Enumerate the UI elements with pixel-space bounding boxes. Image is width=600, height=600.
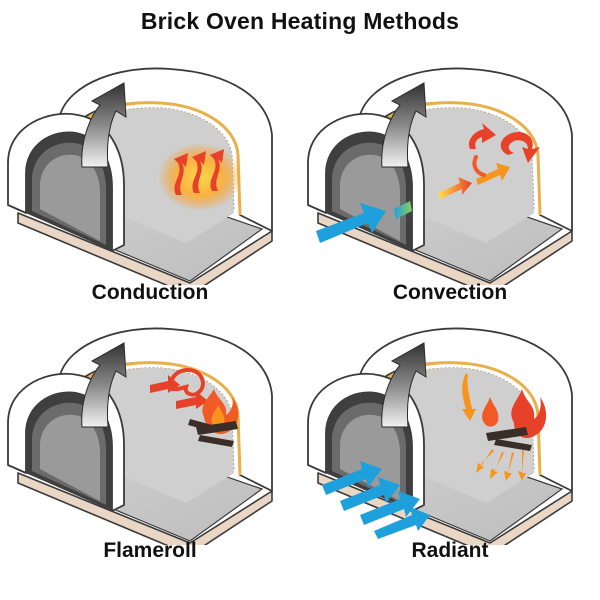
page-title: Brick Oven Heating Methods (140, 8, 460, 34)
heat-waves-icon (158, 143, 242, 211)
caption-flameroll: Flameroll (103, 539, 197, 562)
convection-oven-illustration (306, 66, 574, 285)
radiant-oven-illustration (306, 326, 574, 545)
caption-conduction: Conduction (91, 281, 209, 304)
flameroll-oven-illustration (6, 326, 274, 545)
air-flow-icon (322, 461, 430, 539)
caption-radiant: Radiant (411, 539, 489, 562)
panel-radiant: Radiant (300, 305, 600, 595)
panel-convection: Convection (300, 45, 600, 335)
panel-conduction: Conduction (0, 45, 300, 335)
conduction-oven-illustration (6, 66, 274, 285)
rolling-flame-icon (150, 368, 239, 447)
radiant-heat-icon (462, 373, 547, 481)
caption-convection: Convection (392, 281, 508, 304)
air-flow-icon (316, 123, 540, 243)
panel-flameroll: Flameroll (0, 305, 300, 595)
